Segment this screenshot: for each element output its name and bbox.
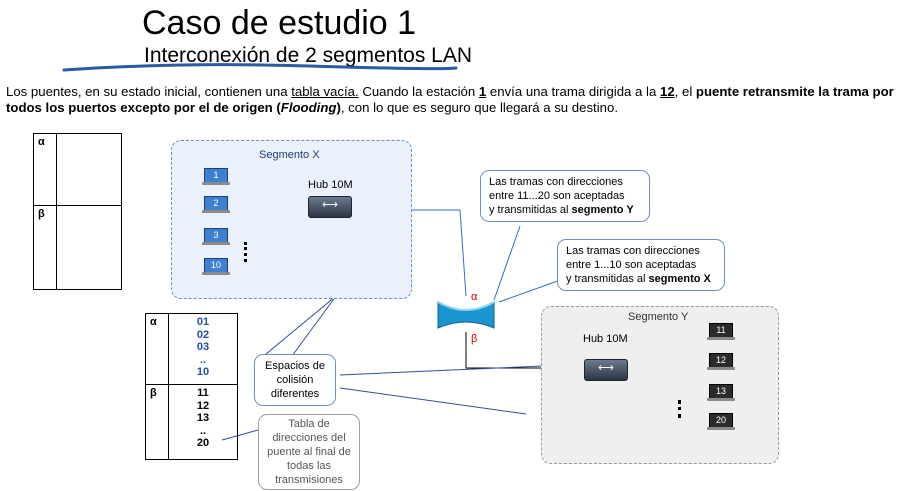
segment-y-area xyxy=(541,306,779,464)
pc-12-icon: 12 xyxy=(707,353,735,370)
segment-x-hub-icon: ⟷ xyxy=(308,196,352,218)
callout-segment-y-forwarding: Las tramas con direcciones entre 11...20… xyxy=(480,170,650,222)
pc-2-icon: 2 xyxy=(202,196,230,213)
alpha-port-label: α xyxy=(33,133,57,206)
segment-y-more-dots xyxy=(678,400,685,418)
bridge-table-empty: α β xyxy=(33,133,122,290)
slide-subtitle: Interconexión de 2 segmentos LAN xyxy=(144,44,473,67)
segment-x-more-dots xyxy=(244,242,251,262)
pc-13-icon: 13 xyxy=(707,384,735,401)
pc-11-icon: 11 xyxy=(707,323,735,340)
title-underline-swoosh xyxy=(62,63,458,72)
beta-port-label: β xyxy=(145,384,169,460)
slide-title: Caso de estudio 1 xyxy=(142,4,417,42)
segment-x-label: Segmento X xyxy=(259,149,320,161)
intro-paragraph: Los puentes, en su estado inicial, conti… xyxy=(6,84,894,115)
segment-y-hub-icon: ⟷ xyxy=(584,359,628,381)
segment-y-hub-label: Hub 10M xyxy=(583,333,628,345)
callout-segment-x-forwarding: Las tramas con direcciones entre 1...10 … xyxy=(557,239,725,291)
collision-domains-note: Espacios de colisión diferentes xyxy=(254,354,336,406)
beta-port-label: β xyxy=(33,205,57,290)
pc-10-icon: 10 xyxy=(202,258,230,275)
alpha-port-label: α xyxy=(145,313,169,385)
pc-3-icon: 3 xyxy=(202,228,230,245)
pc-20-icon: 20 xyxy=(707,413,735,430)
pc-1-icon: 1 xyxy=(202,168,230,185)
bridge-icon xyxy=(437,301,495,329)
segment-x-area xyxy=(171,140,412,299)
segment-x-hub-label: Hub 10M xyxy=(308,179,353,191)
bridge-table-final: α 01 02 03 .. 10 β 11 12 13 .. 20 xyxy=(145,313,238,460)
alpha-address-list: 01 02 03 .. 10 xyxy=(168,313,238,385)
segment-y-label: Segmento Y xyxy=(628,311,689,323)
bridge-alpha-port: α xyxy=(471,291,478,303)
bridge-beta-port: β xyxy=(471,333,478,345)
beta-address-list: 11 12 13 .. 20 xyxy=(168,384,238,460)
table-description-note: Tabla de direcciones del puente al final… xyxy=(258,414,360,490)
